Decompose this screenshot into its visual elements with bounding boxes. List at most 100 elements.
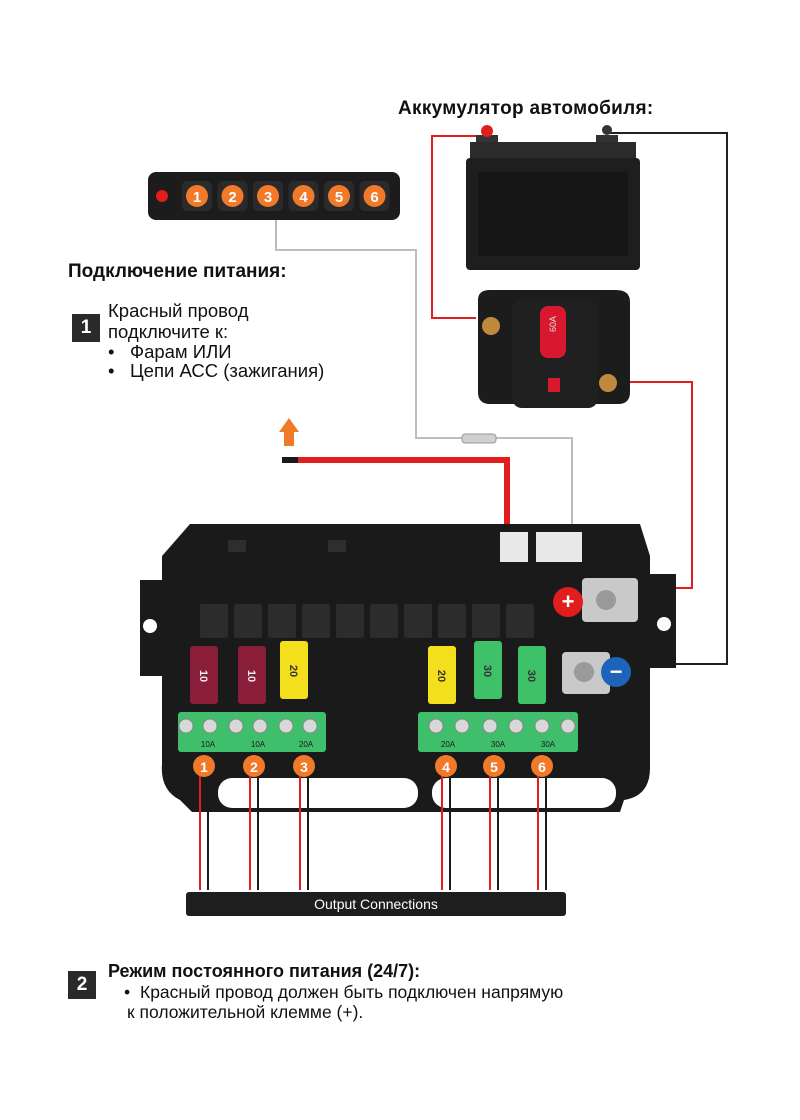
breaker-terminal-icon	[599, 374, 617, 392]
panel-button-label: 4	[299, 189, 308, 206]
arrow-up-icon	[279, 418, 299, 446]
bullet-marker: •	[108, 360, 115, 381]
panel-button-label: 3	[264, 189, 272, 206]
fuse	[190, 646, 218, 704]
relay-slot	[506, 604, 534, 638]
relay-slot	[336, 604, 364, 638]
step-2-line-1-text: Красный провод должен быть подключен нап…	[140, 982, 564, 1002]
bullet-text-acc: Цепи АСС (зажигания)	[130, 360, 325, 381]
power-connection-title: Подключение питания:	[68, 261, 287, 282]
terminal-screw-icon	[178, 718, 194, 734]
fuse	[518, 646, 546, 704]
fuse	[428, 646, 456, 704]
breaker-terminal-icon	[482, 317, 500, 335]
terminal-screw-icon	[278, 718, 294, 734]
relay-slot	[234, 604, 262, 638]
step-2-line-1: • Красный провод должен быть подключен на…	[124, 982, 563, 1003]
fuse-rating-label: 10	[245, 670, 257, 682]
car-battery	[466, 125, 640, 270]
fuse-rating-label: 30	[525, 670, 537, 682]
step-2-line-2: к положительной клемме (+).	[127, 1002, 364, 1022]
channel-badge	[483, 755, 505, 777]
terminal-screw-icon	[534, 718, 550, 734]
channel-number: 4	[442, 759, 450, 775]
relay-slot	[268, 604, 296, 638]
minus-terminal-icon	[601, 657, 631, 687]
panel-button-label: 6	[370, 189, 378, 206]
bullet-text-headlights: Фарам ИЛИ	[130, 341, 232, 362]
channel-number: 2	[250, 759, 258, 775]
terminal-rating-label: 20A	[299, 740, 314, 749]
step-1-bullet-2: • Цепи АСС (зажигания)	[108, 360, 324, 382]
panel-button-circle	[221, 185, 244, 207]
switch-panel-cable	[275, 220, 573, 530]
relay-slot	[404, 604, 432, 638]
relay-slot	[472, 604, 500, 638]
panel-button-circle	[257, 185, 279, 207]
step-1-text: Красный провод подключите к:	[108, 300, 248, 342]
battery-plus-terminal-icon	[481, 125, 493, 137]
acc-red-wire	[282, 457, 510, 532]
plus-terminal-icon	[553, 587, 583, 617]
channel-number: 1	[200, 759, 208, 775]
terminal-screw-icon	[560, 718, 576, 734]
channel-number: 6	[538, 759, 546, 775]
terminal-screw-icon	[508, 718, 524, 734]
terminal-rating-label: 30A	[541, 740, 556, 749]
cable-connector	[461, 433, 497, 444]
fuse	[238, 646, 266, 704]
relay-slot	[370, 604, 398, 638]
channel-badge	[531, 755, 553, 777]
terminal-screw-icon	[228, 718, 244, 734]
battery-title: Аккумулятор автомобиля:	[398, 98, 654, 119]
fuse-rating-label: 30	[481, 665, 493, 677]
fuse-rating-label: 20	[287, 665, 299, 677]
channel-number: 5	[490, 759, 498, 775]
terminal-screw-icon	[428, 718, 444, 734]
step-2-badge: 2	[68, 971, 96, 999]
terminal-rating-label: 30A	[491, 740, 506, 749]
terminal-rating-label: 10A	[251, 740, 266, 749]
channel-badge	[293, 755, 315, 777]
relay-slot	[438, 604, 466, 638]
panel-button-circle	[363, 185, 386, 207]
fuse	[280, 641, 308, 699]
terminal-screw-icon	[202, 718, 218, 734]
step-1-line-1: Красный провод	[108, 300, 249, 321]
output-connections-label: Output Connections	[314, 896, 438, 912]
output-connections-bar	[186, 892, 566, 916]
terminal-screw-icon	[302, 718, 318, 734]
panel-button-circle	[186, 185, 208, 207]
step-1-line-2: подключите к:	[108, 321, 229, 342]
panel-button-label: 1	[193, 189, 201, 206]
step-2-title: Режим постоянного питания (24/7):	[108, 961, 421, 981]
channel-badge	[243, 755, 265, 777]
panel-button-circle	[292, 185, 315, 207]
panel-indicator-icon	[156, 190, 168, 202]
terminal-screw-icon	[252, 718, 268, 734]
terminal-rating-label: 10A	[201, 740, 216, 749]
terminal-screw-icon	[482, 718, 498, 734]
panel-button-label: 5	[335, 189, 343, 206]
channel-badge	[193, 755, 215, 777]
terminal-screw-icon	[454, 718, 470, 734]
minus-symbol: −	[610, 659, 623, 684]
circuit-breaker: 60A	[478, 290, 630, 408]
battery-negative-wire	[606, 132, 728, 665]
fuse-rating-label: 10	[197, 670, 209, 682]
bullet-marker: •	[108, 341, 115, 362]
panel-button-circle	[328, 185, 350, 207]
fuse	[474, 641, 502, 699]
relay-slot	[302, 604, 330, 638]
step-1-bullet-1: • Фарам ИЛИ	[108, 341, 232, 363]
fuse-rating-label: 20	[435, 670, 447, 682]
relay-slot	[200, 604, 228, 638]
breaker-rating-label: 60A	[548, 316, 558, 332]
bullet-marker: •	[124, 982, 131, 1002]
battery-positive-wire	[431, 135, 486, 319]
channel-badge	[435, 755, 457, 777]
step-1-badge: 1	[72, 314, 100, 342]
